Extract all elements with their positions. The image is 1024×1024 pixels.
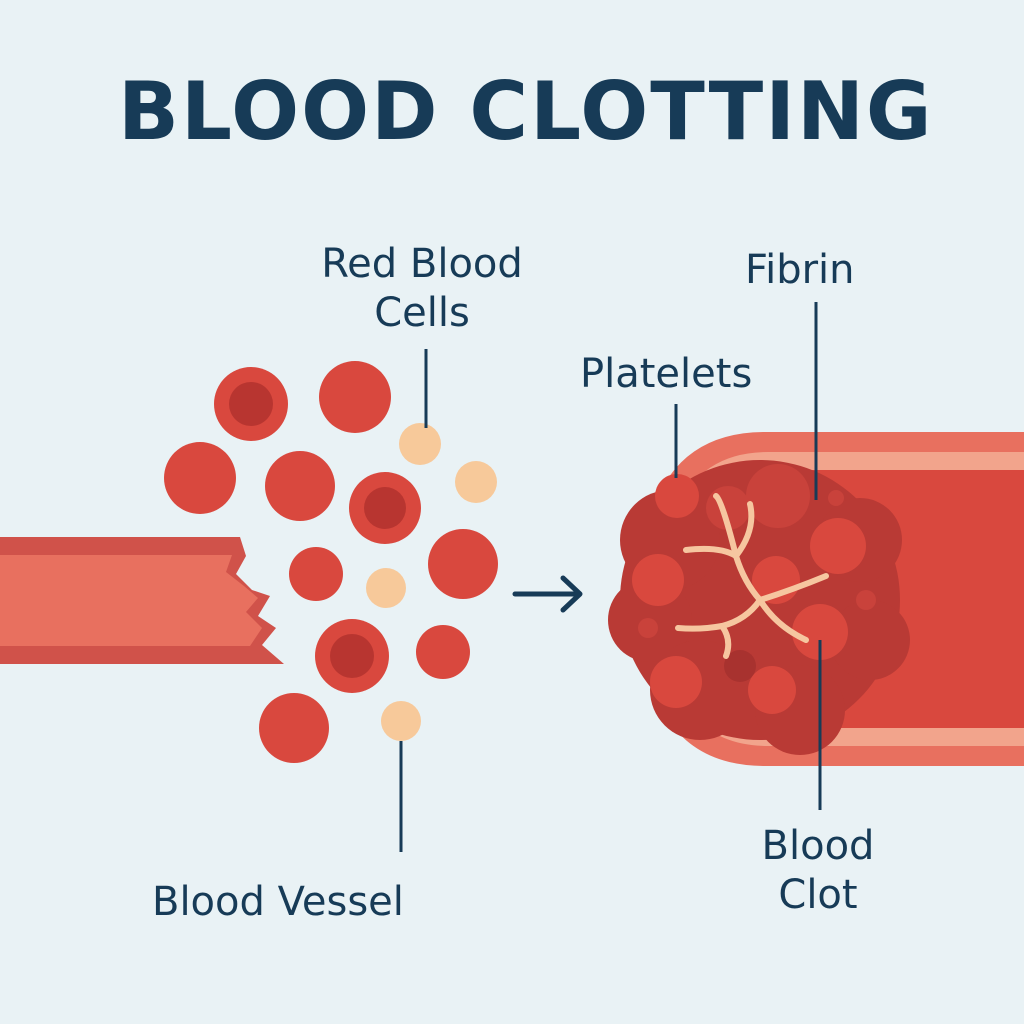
red-blood-cells (164, 361, 498, 763)
red-blood-cell (265, 451, 335, 521)
blood-clot-label-line-2: Clot (778, 871, 858, 918)
red-blood-cells-label-line-2: Cells (374, 289, 470, 336)
clot-platelet (655, 474, 699, 518)
broken-vessel-inner (0, 555, 262, 646)
fibrin-label: Fibrin (745, 247, 855, 293)
red-blood-cell (315, 619, 389, 693)
red-blood-cell (259, 693, 329, 763)
platelets-label: Platelets (580, 351, 753, 397)
red-blood-cells-label: Red Blood Cells (306, 240, 538, 338)
process-arrow-icon (512, 575, 583, 613)
platelet (455, 461, 497, 503)
platelet (399, 423, 441, 465)
red-blood-cell (214, 367, 288, 441)
blood-vessel-label: Blood Vessel (152, 879, 404, 925)
red-blood-cell (428, 529, 498, 599)
red-blood-cell (416, 625, 470, 679)
red-blood-cell (349, 472, 421, 544)
red-blood-cell (319, 361, 391, 433)
red-blood-cells-label-line-1: Red Blood (321, 241, 523, 287)
broken-blood-vessel (0, 537, 284, 664)
red-blood-cell (164, 442, 236, 514)
fibrin-strands (675, 493, 829, 659)
red-blood-cell (289, 547, 343, 601)
platelet (366, 568, 406, 608)
blood-clot-label: Blood Clot (738, 822, 898, 920)
platelets (366, 423, 497, 741)
blood-clot-label-line-1: Blood (761, 823, 875, 869)
page-title: BLOOD CLOTTING (118, 65, 934, 158)
leader-lines (399, 302, 822, 852)
platelet (381, 701, 421, 741)
